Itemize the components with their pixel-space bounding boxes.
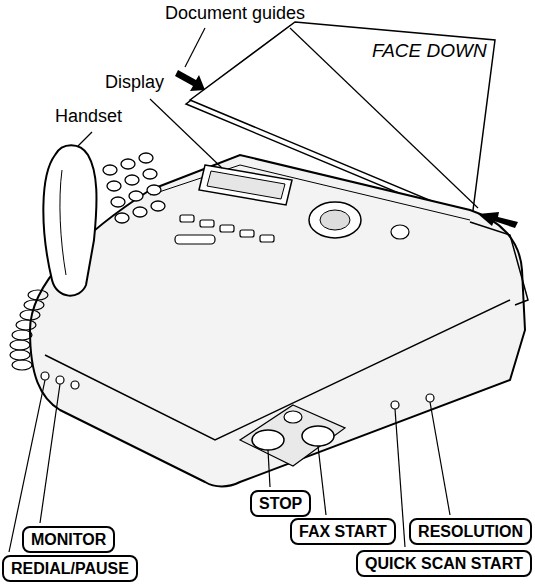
button-callout: FAX START bbox=[290, 518, 396, 545]
leader-line bbox=[395, 409, 405, 547]
button-callout: RESOLUTION bbox=[409, 518, 532, 545]
button-name: QUICK SCAN START bbox=[365, 555, 523, 572]
part-label: Handset bbox=[55, 106, 122, 128]
part-label: Display bbox=[105, 72, 164, 94]
button-callout: REDIAL/PAUSE bbox=[2, 555, 138, 582]
button-callout: QUICK SCAN START bbox=[356, 550, 532, 577]
button-name: RESOLUTION bbox=[418, 523, 523, 540]
button-name: REDIAL/PAUSE bbox=[11, 560, 129, 577]
button-name: FAX START bbox=[299, 523, 387, 540]
leader-line bbox=[318, 446, 326, 515]
button-name: STOP bbox=[259, 495, 302, 512]
leader-line bbox=[40, 384, 60, 523]
part-label: Document guides bbox=[165, 3, 305, 25]
paper-note: FACE DOWN bbox=[372, 40, 487, 63]
leader-line bbox=[430, 402, 450, 515]
button-callout: STOP bbox=[250, 490, 311, 517]
button-callout: MONITOR bbox=[22, 526, 115, 553]
button-name: MONITOR bbox=[31, 531, 106, 548]
leader-line bbox=[268, 450, 270, 487]
